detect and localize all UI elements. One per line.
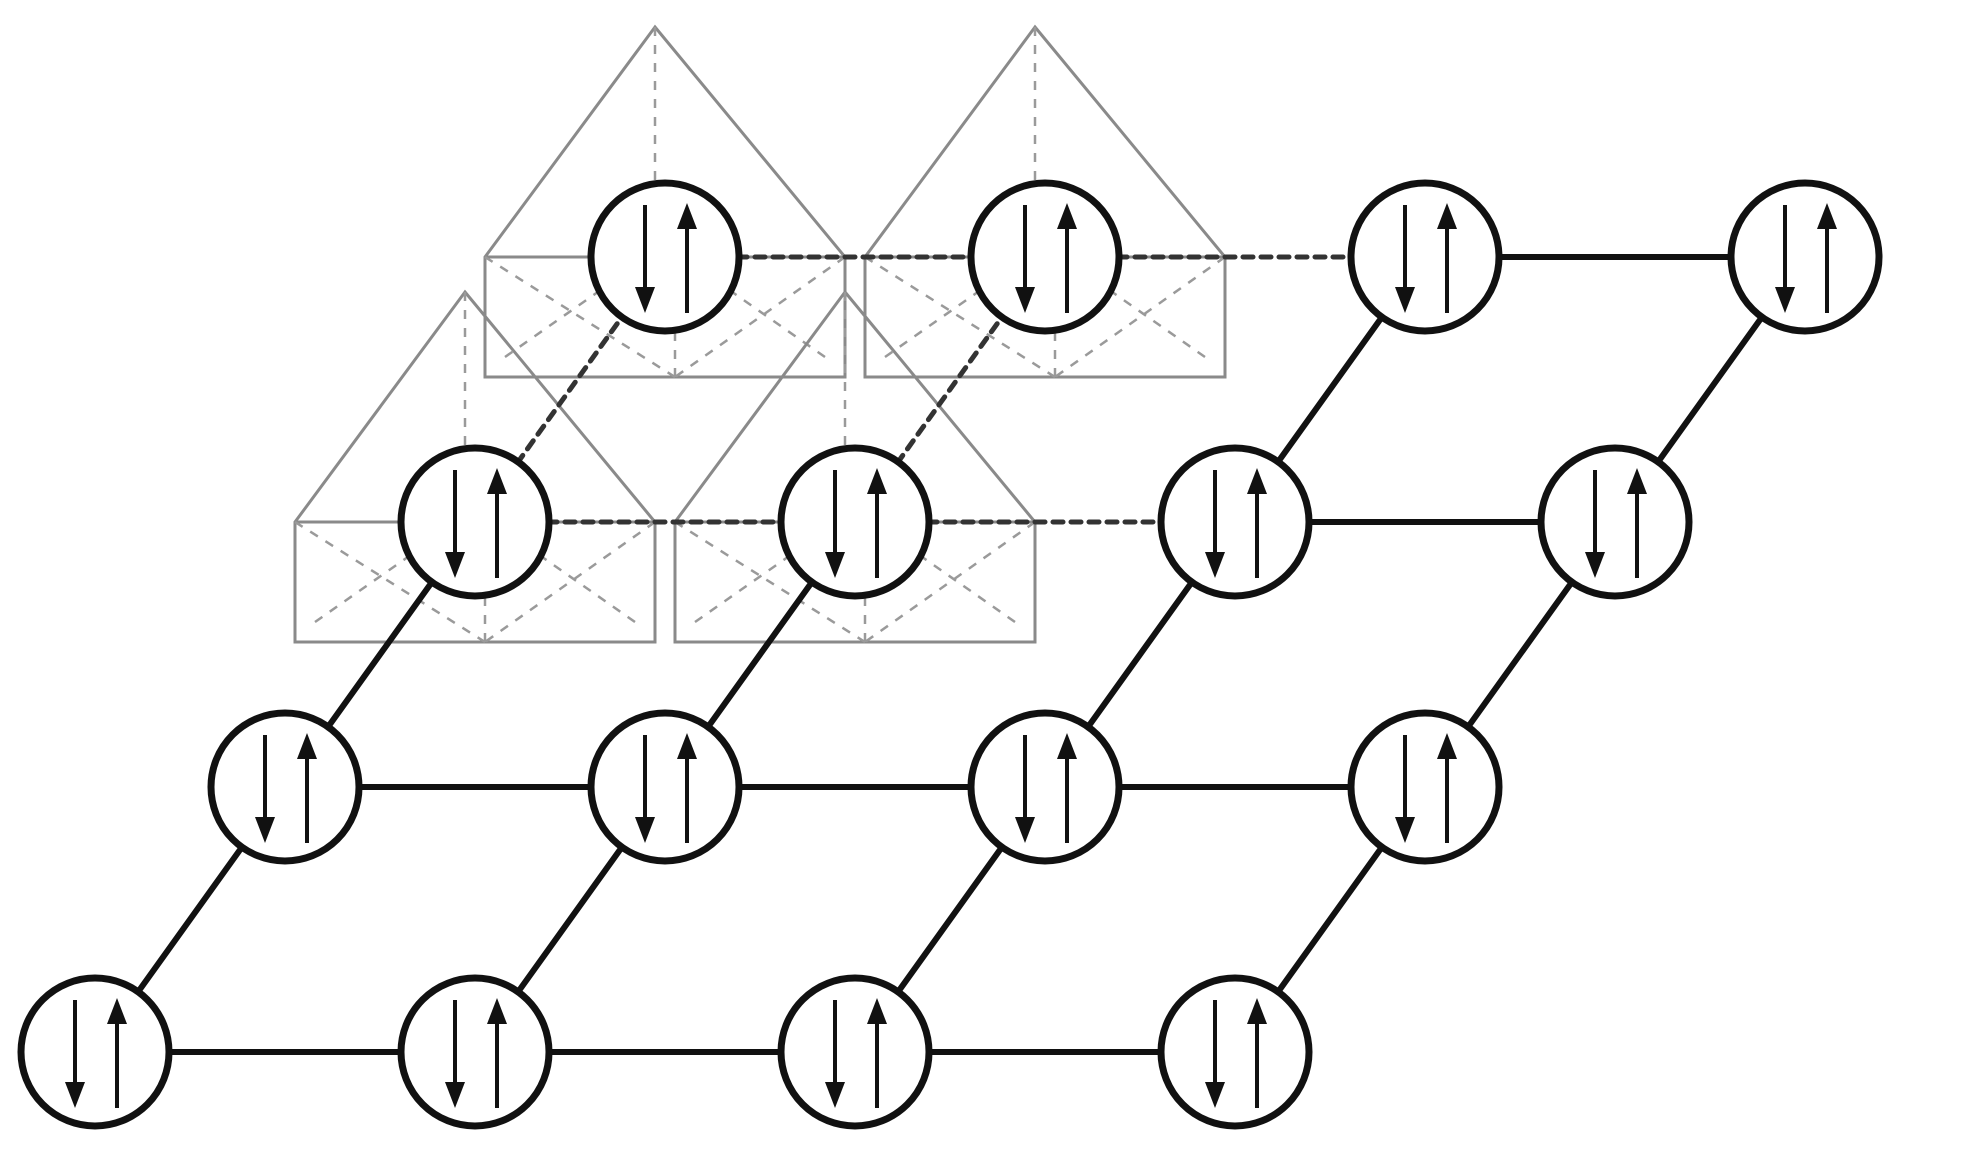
sites-layer bbox=[17, 179, 1883, 1130]
lattice-site bbox=[967, 709, 1123, 865]
octahedron-edge bbox=[504, 285, 606, 359]
octahedron-edge bbox=[674, 520, 866, 644]
octahedron-outline bbox=[483, 24, 847, 379]
lattice-site bbox=[587, 179, 743, 335]
site-circle bbox=[1347, 709, 1503, 865]
spin-down-arrowhead bbox=[255, 817, 275, 843]
octahedron-edge bbox=[484, 255, 676, 379]
spin-up-arrowhead bbox=[487, 468, 507, 494]
lattice-site bbox=[207, 709, 363, 865]
spin-down-arrowhead bbox=[445, 552, 465, 578]
spin-up-arrowhead bbox=[1437, 733, 1457, 759]
octahedron-outline bbox=[863, 24, 1227, 379]
spin-up-arrowhead bbox=[677, 733, 697, 759]
spin-down-arrowhead bbox=[1585, 552, 1605, 578]
site-circle bbox=[207, 709, 363, 865]
site-circle bbox=[587, 179, 743, 335]
octahedron-edge bbox=[534, 550, 636, 624]
octahedron-edge bbox=[314, 550, 416, 624]
spin-up-arrowhead bbox=[297, 733, 317, 759]
spin-down-arrowhead bbox=[1395, 287, 1415, 313]
spin-up-arrowhead bbox=[1247, 998, 1267, 1024]
spin-down-arrowhead bbox=[635, 817, 655, 843]
lattice-site bbox=[777, 974, 933, 1130]
octahedron-edge bbox=[884, 285, 986, 359]
spin-up-arrowhead bbox=[867, 998, 887, 1024]
octahedron-outline bbox=[293, 289, 657, 644]
spin-down-arrowhead bbox=[825, 552, 845, 578]
lattice-site bbox=[1347, 179, 1503, 335]
site-circle bbox=[1347, 179, 1503, 335]
lattice-site bbox=[1537, 444, 1693, 600]
spin-down-arrowhead bbox=[1775, 287, 1795, 313]
spin-down-arrowhead bbox=[825, 1082, 845, 1108]
spin-up-arrowhead bbox=[1057, 733, 1077, 759]
site-circle bbox=[587, 709, 743, 865]
site-circle bbox=[1157, 444, 1313, 600]
site-circle bbox=[1537, 444, 1693, 600]
site-circle bbox=[397, 444, 553, 600]
lattice-site bbox=[17, 974, 173, 1130]
lattice-site bbox=[1157, 974, 1313, 1130]
spin-up-arrowhead bbox=[487, 998, 507, 1024]
lattice-site bbox=[397, 444, 553, 600]
site-circle bbox=[777, 974, 933, 1130]
octahedron bbox=[483, 24, 847, 379]
spin-down-arrowhead bbox=[65, 1082, 85, 1108]
spin-down-arrowhead bbox=[1015, 287, 1035, 313]
spin-up-arrowhead bbox=[1627, 468, 1647, 494]
spin-up-arrowhead bbox=[1437, 203, 1457, 229]
octahedron-edge bbox=[694, 550, 796, 624]
spin-up-arrowhead bbox=[867, 468, 887, 494]
site-circle bbox=[967, 709, 1123, 865]
octahedron-edge bbox=[864, 255, 1056, 379]
spin-down-arrowhead bbox=[1205, 552, 1225, 578]
octahedron-edge bbox=[914, 550, 1016, 624]
octahedron-outline bbox=[673, 289, 1037, 644]
spin-up-arrowhead bbox=[107, 998, 127, 1024]
spin-up-arrowhead bbox=[1817, 203, 1837, 229]
spin-up-arrowhead bbox=[1057, 203, 1077, 229]
site-circle bbox=[1157, 974, 1313, 1130]
lattice-site bbox=[967, 179, 1123, 335]
octahedron-edge bbox=[294, 520, 486, 644]
lattice-site bbox=[1157, 444, 1313, 600]
octahedron-edge bbox=[1104, 285, 1206, 359]
site-circle bbox=[967, 179, 1123, 335]
spin-up-arrowhead bbox=[677, 203, 697, 229]
spin-down-arrowhead bbox=[445, 1082, 465, 1108]
site-circle bbox=[777, 444, 933, 600]
lattice-site bbox=[397, 974, 553, 1130]
octahedron-edge bbox=[724, 285, 826, 359]
spin-down-arrowhead bbox=[1205, 1082, 1225, 1108]
site-circle bbox=[17, 974, 173, 1130]
spin-down-arrowhead bbox=[635, 287, 655, 313]
lattice-site bbox=[587, 709, 743, 865]
spin-up-arrowhead bbox=[1247, 468, 1267, 494]
site-circle bbox=[1727, 179, 1883, 335]
site-circle bbox=[397, 974, 553, 1130]
lattice-site bbox=[1347, 709, 1503, 865]
lattice-site bbox=[1727, 179, 1883, 335]
spin-down-arrowhead bbox=[1395, 817, 1415, 843]
spin-down-arrowhead bbox=[1015, 817, 1035, 843]
lattice-site bbox=[777, 444, 933, 600]
